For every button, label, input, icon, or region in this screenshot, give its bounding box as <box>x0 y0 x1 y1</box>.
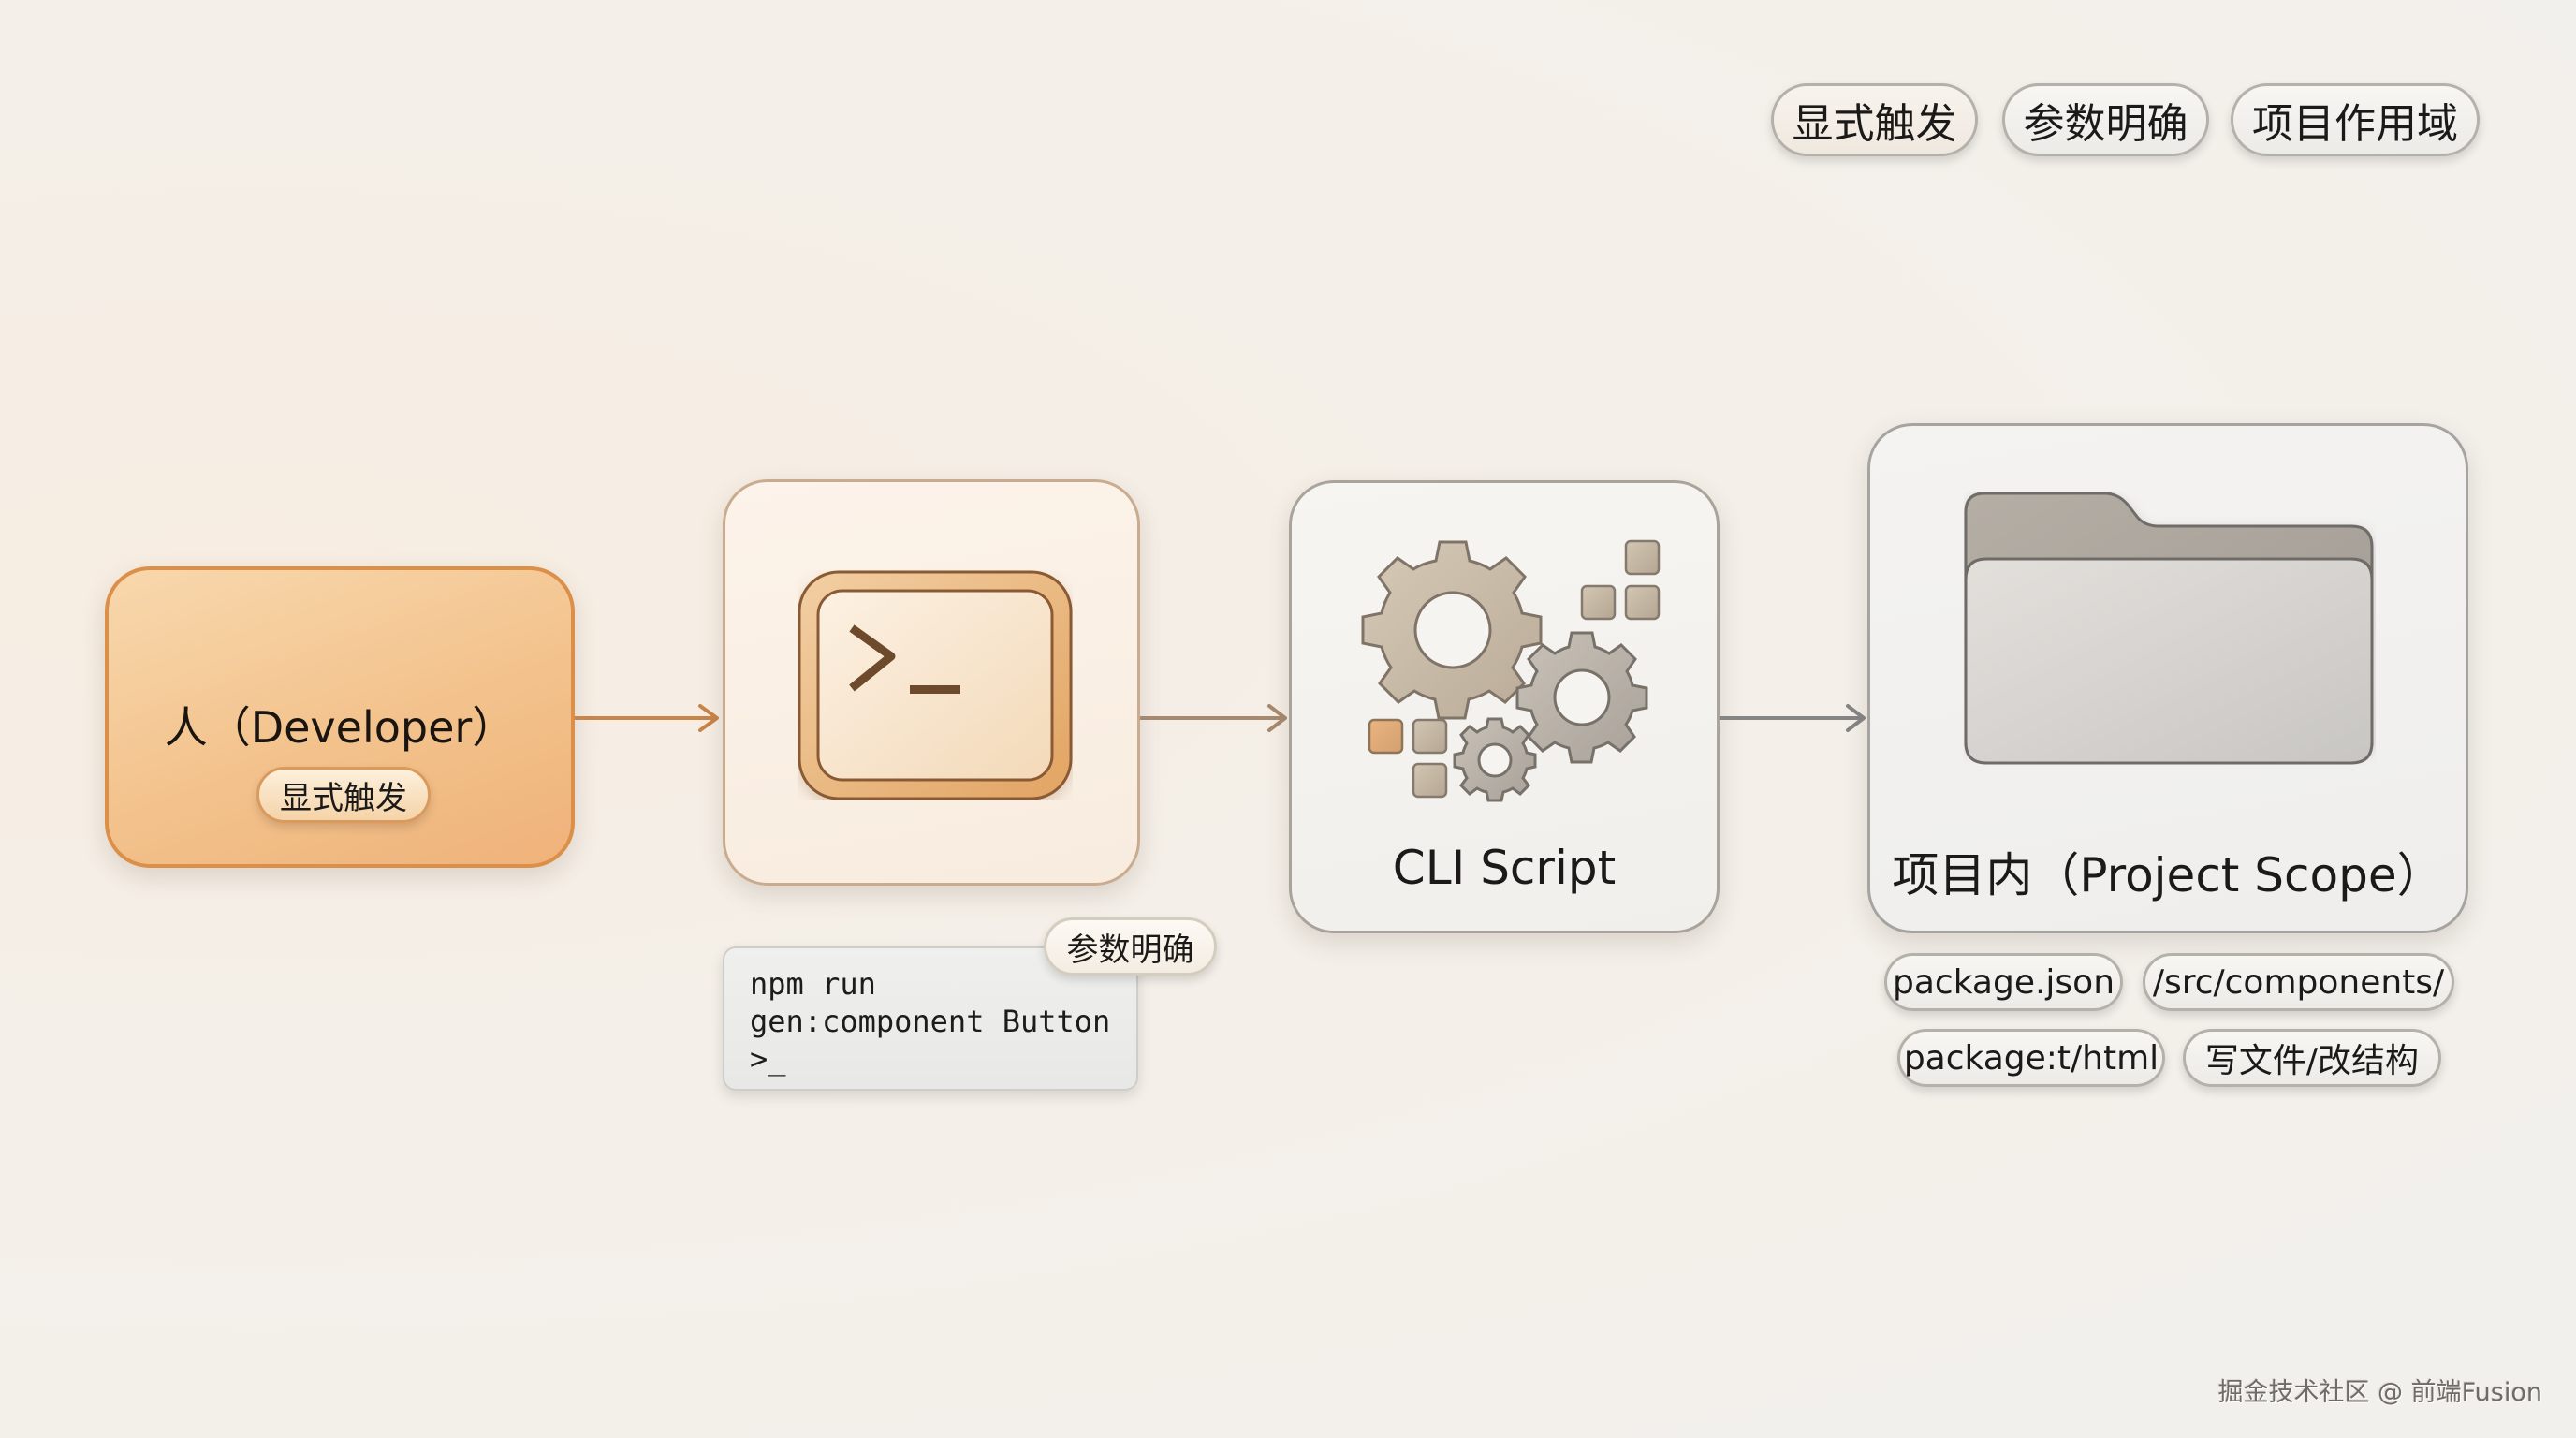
tag-label: package:t/html <box>1903 1038 2159 1078</box>
tag-package-html: package:t/html <box>1897 1029 2165 1087</box>
explicit-params-badge: 参数明确 <box>1044 917 1217 976</box>
tag-label: 写文件/改结构 <box>2204 1042 2420 1080</box>
arrow-right-icon <box>1720 704 1866 732</box>
tag-label: /src/components/ <box>2152 962 2445 1002</box>
folder-icon <box>1964 492 2374 765</box>
tag-package-json: package.json <box>1884 953 2123 1011</box>
header-tag-project-scope: 项目作用域 <box>2231 83 2480 156</box>
cli-script-node: CLI Script <box>1289 480 1720 933</box>
cli-script-label: CLI Script <box>1392 841 1617 895</box>
command-line: gen:component Button <box>750 1004 1111 1039</box>
header-tag-explicit-trigger: 显式触发 <box>1771 83 1978 156</box>
header-tag-explicit-params: 参数明确 <box>2002 83 2209 156</box>
terminal-prompt-icon <box>798 570 1073 800</box>
arrow-right-icon <box>575 704 719 732</box>
watermark: 掘金技术社区 @ 前端Fusion <box>2217 1378 2542 1407</box>
command-line: npm run <box>750 966 876 1002</box>
header-tag-label: 显式触发 <box>1792 100 1957 148</box>
terminal-node <box>723 479 1140 886</box>
badge-label: 显式触发 <box>280 779 407 817</box>
project-scope-label: 项目内（Project Scope） <box>1892 848 2444 902</box>
project-scope-node: 项目内（Project Scope） <box>1867 423 2468 933</box>
tag-src-components: /src/components/ <box>2143 953 2454 1011</box>
arrow-right-icon <box>1140 704 1287 732</box>
header-tag-label: 项目作用域 <box>2252 100 2458 148</box>
explicit-trigger-badge: 显式触发 <box>256 767 431 823</box>
command-snippet: npm run gen:component Button >_ <box>723 946 1138 1091</box>
developer-title: 人（Developer） <box>164 702 516 753</box>
tag-label: package.json <box>1892 962 2115 1002</box>
command-prompt: >_ <box>750 1041 786 1077</box>
tag-write-files: 写文件/改结构 <box>2183 1029 2441 1087</box>
gears-icon <box>1361 539 1661 802</box>
badge-label: 参数明确 <box>1066 931 1194 969</box>
developer-node: 人（Developer） 显式触发 <box>105 566 575 868</box>
header-tag-label: 参数明确 <box>2023 100 2188 148</box>
